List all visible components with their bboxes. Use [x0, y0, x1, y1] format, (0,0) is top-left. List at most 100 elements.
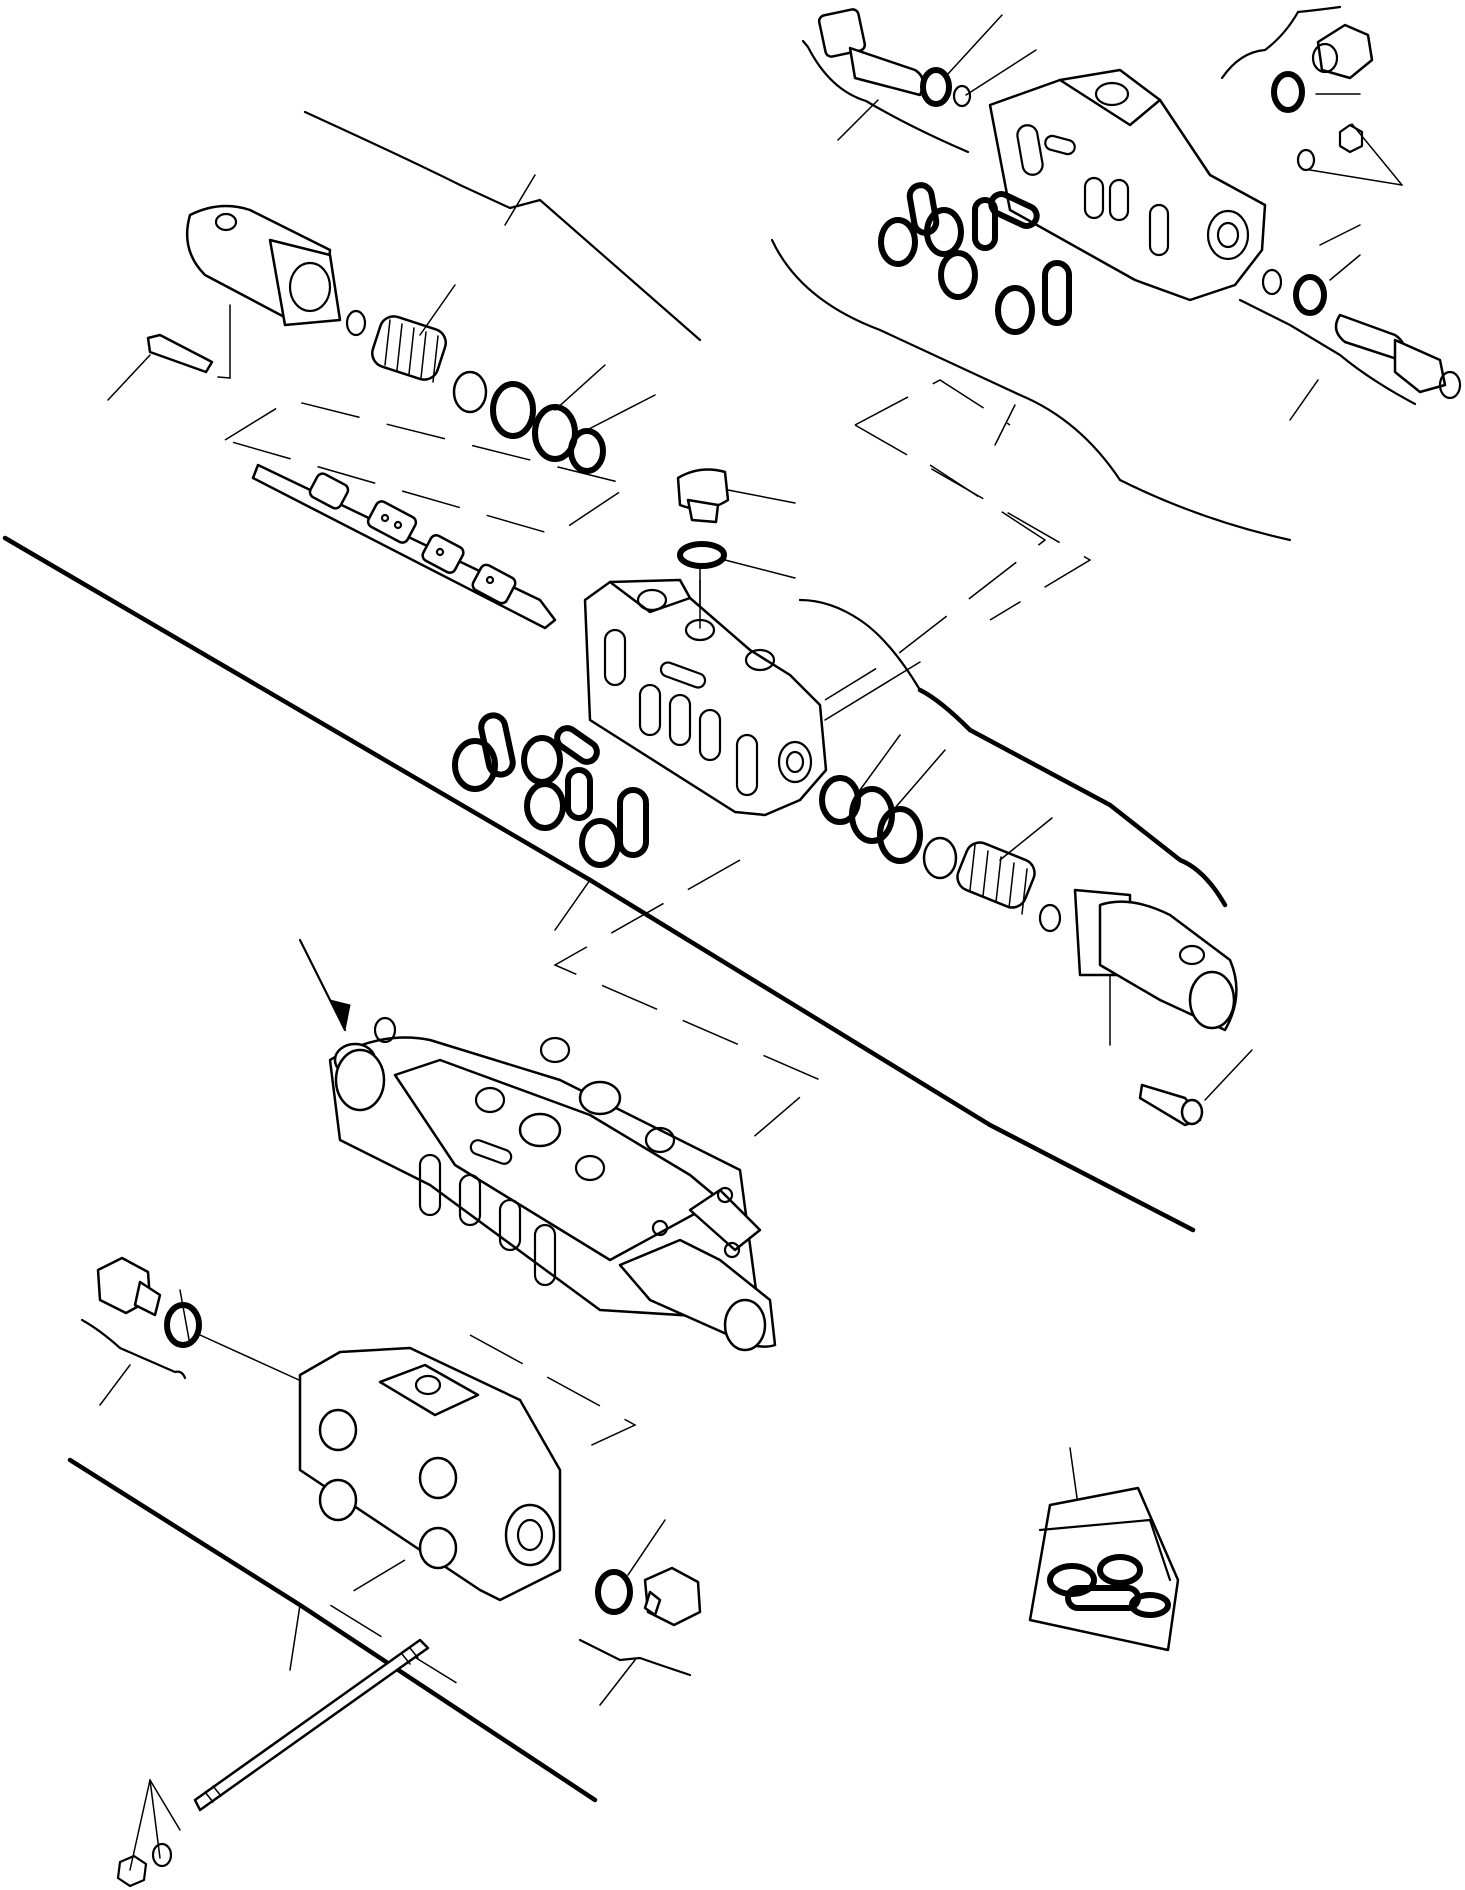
seal-kit-ring-icon [1097, 1554, 1143, 1586]
tie-rod-icon [193, 1638, 430, 1812]
washer-icon [151, 1842, 173, 1868]
bracket-right-spring [917, 687, 1228, 908]
leader [129, 1779, 151, 1871]
leader [504, 174, 536, 226]
outlet-seal-set [878, 182, 1072, 335]
leader [217, 376, 231, 379]
o-ring-icon [849, 786, 895, 844]
relief-cartridge-icon [1334, 313, 1462, 400]
leader [1204, 1049, 1253, 1101]
inlet-plug-icon [96, 1256, 162, 1317]
o-ring-icon [677, 541, 727, 569]
dash-link [469, 1334, 637, 1456]
o-ring-icon [532, 404, 578, 462]
leader [199, 1334, 311, 1386]
leader [99, 1364, 131, 1406]
dash-link [854, 424, 1092, 621]
spool-end-cap-right [1073, 888, 1238, 1032]
outlet-plug-icon [1311, 23, 1374, 80]
leader [149, 1779, 181, 1831]
leader [554, 879, 591, 931]
seal-icon [490, 381, 536, 439]
spring-seat-icon [452, 370, 488, 414]
leader [1289, 379, 1319, 421]
bracket-outlet-main [770, 238, 1292, 542]
bracket-spool-upper [303, 110, 702, 342]
o-ring-icon [920, 67, 952, 107]
leader [859, 734, 901, 791]
section-body [583, 578, 828, 817]
leader [946, 14, 1003, 76]
nut-icon [1338, 123, 1364, 154]
seal-kit-ring-icon [1129, 1592, 1171, 1618]
spring-seat-icon [922, 836, 958, 880]
dash-link [824, 464, 1047, 701]
inlet-cover-group [67, 1256, 702, 1888]
leader [419, 284, 456, 336]
cap-screw-icon [1138, 1083, 1204, 1127]
leader [179, 1289, 191, 1346]
leader [1069, 1447, 1079, 1506]
leader [627, 1519, 666, 1576]
spool-end-cap-left [185, 204, 342, 327]
leader [894, 749, 946, 809]
washer-icon [1038, 903, 1062, 933]
seal-kit-bag-icon [1028, 1486, 1180, 1652]
cap-screw-icon [146, 333, 214, 374]
leader [1309, 169, 1403, 186]
section-plug-icon [676, 468, 730, 524]
washer-icon [1296, 148, 1316, 172]
leader [837, 99, 879, 141]
leader [824, 661, 921, 721]
outlet-cover-body [988, 68, 1267, 302]
o-ring-icon [164, 1302, 202, 1348]
bracket-outlet-right [1238, 298, 1417, 406]
section-body-group [452, 464, 1253, 1141]
seal-kit-group [1028, 1447, 1180, 1652]
o-ring-icon [1271, 71, 1305, 113]
leader [1319, 224, 1361, 246]
bracket-section-lower [2, 535, 1196, 1233]
leader [586, 394, 656, 431]
leader [1351, 123, 1403, 186]
o-ring-icon [1293, 274, 1327, 316]
leader [554, 364, 606, 411]
leader [289, 1604, 301, 1671]
outlet-cover-group [770, 5, 1462, 621]
spool-icon [251, 463, 557, 630]
dash-frame [223, 399, 632, 536]
inlet-plug-icon [643, 1566, 702, 1627]
o-ring-icon [595, 1569, 633, 1615]
seal-icon [877, 806, 923, 864]
dash-link [553, 859, 822, 1141]
leader [999, 817, 1053, 861]
spool-group [2, 110, 1196, 1233]
leader [727, 489, 796, 504]
dash-link [328, 1559, 461, 1686]
dash-link [854, 379, 1011, 426]
leader [107, 354, 151, 401]
spring-icon [956, 841, 1036, 915]
seal-kit-bag-fold [1038, 1518, 1172, 1582]
bracket-inlet-plug [80, 1318, 187, 1380]
washer-icon [952, 84, 972, 108]
washer-icon [1261, 268, 1283, 296]
o-ring-icon [568, 428, 606, 474]
bracket-outlet-top [1220, 5, 1342, 80]
inlet-cover-body [298, 1346, 562, 1602]
section-seal-set [452, 712, 649, 868]
bracket-right-top [798, 598, 922, 692]
washer-icon [345, 309, 367, 337]
leader [994, 404, 1016, 446]
nut-icon [116, 1854, 148, 1888]
leader [965, 49, 1037, 96]
leader [724, 559, 796, 579]
spring-icon [371, 315, 447, 383]
leader [1329, 254, 1361, 281]
arrow-head-icon [329, 999, 351, 1032]
bracket-outlet-left [801, 39, 970, 154]
bracket-inlet-right [578, 1638, 692, 1677]
valve-assembly [298, 938, 777, 1352]
leader [599, 1659, 636, 1706]
